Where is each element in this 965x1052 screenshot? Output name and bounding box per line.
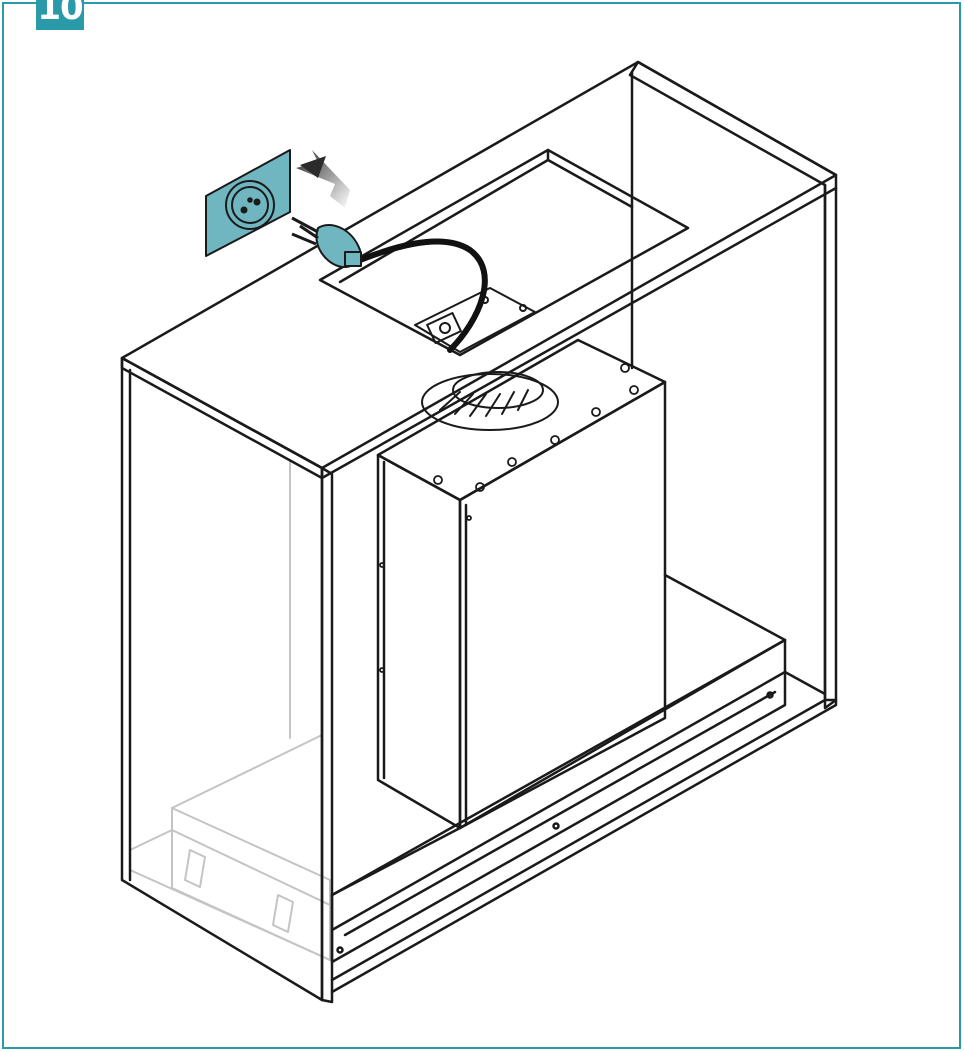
step-number-badge: 10: [36, 0, 84, 30]
cabinet-side-panel-left: [120, 356, 334, 1004]
wall-socket-icon: [205, 149, 291, 257]
motor-housing: [376, 338, 667, 830]
cabinet-bottom-rail: [330, 670, 838, 994]
hidden-canopy-lines: [129, 459, 331, 961]
power-cable: [352, 238, 488, 353]
plug-icon: [291, 216, 362, 268]
hood-canopy: [330, 573, 787, 964]
housing-screws: [379, 363, 639, 673]
blower-fan: [421, 371, 559, 431]
insert-arrow-icon: [296, 150, 350, 208]
terminal-block: [414, 287, 536, 353]
